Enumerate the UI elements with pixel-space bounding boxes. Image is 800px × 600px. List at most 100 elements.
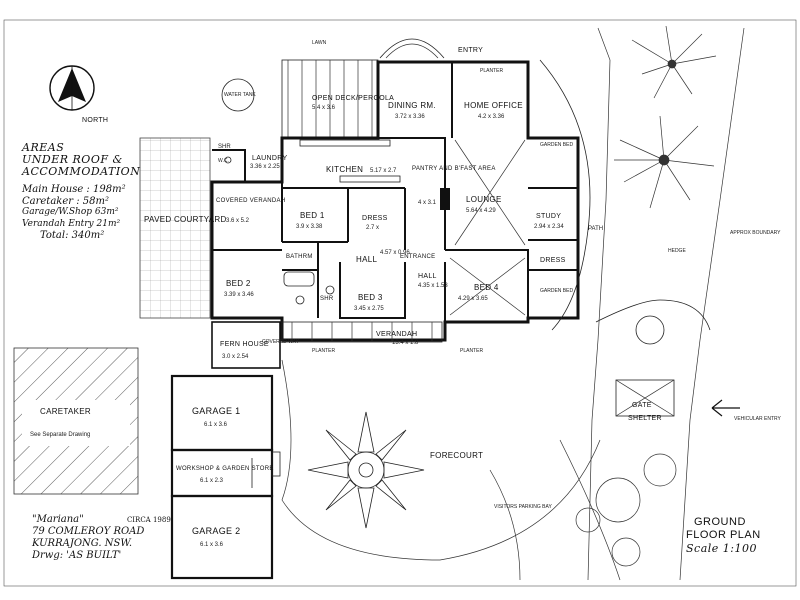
- shrub-bottom-right: [595, 453, 677, 523]
- areas-row: Main House : 198m²: [22, 184, 126, 195]
- water-tank-label: WATER TANK: [224, 92, 256, 98]
- room-garage1: GARAGE 1: [192, 406, 240, 416]
- forecourt-label: FORECOURT: [430, 451, 483, 460]
- water-tank: [221, 78, 255, 112]
- room-bed2: BED 2: [226, 279, 251, 288]
- areas-row: Verandah Entry 21m²: [22, 218, 121, 229]
- gate-label: GATE: [632, 402, 652, 409]
- room-shr-mid: SHR: [320, 296, 334, 302]
- room-bed3-size: 3.45 x 2.75: [354, 306, 384, 312]
- vehicular-entry-label: VEHICULAR ENTRY: [734, 416, 782, 422]
- entry-top-label: ENTRY: [458, 47, 483, 54]
- room-labels: OPEN DECK/PERGOLA 5.4 x 3.6 DINING RM. 3…: [176, 95, 566, 548]
- sheet-scale: Scale 1:100: [686, 542, 757, 555]
- path-label: PATH: [588, 226, 603, 232]
- areas-heading-1: AREAS: [22, 141, 65, 154]
- sheet-line-1: GROUND: [694, 516, 746, 528]
- garden-bed-label-1: GARDEN BED: [540, 142, 573, 148]
- shelter-label: SHELTER: [628, 415, 662, 422]
- paved-courtyard-area: [139, 137, 211, 319]
- room-dining: DINING RM.: [388, 101, 436, 110]
- driveway-edge-right: [679, 27, 745, 581]
- room-study-size: 2.94 x 2.34: [534, 224, 564, 230]
- room-dress-top-size: 2.7 x: [366, 225, 379, 231]
- room-lounge-size: 5.64 x 4.29: [466, 208, 496, 214]
- planter-bottom-left: PLANTER: [312, 348, 335, 354]
- title-block: "Mariana" CIRCA 1989 79 COMLEROY ROAD KU…: [32, 514, 171, 562]
- bathtub: [283, 271, 315, 287]
- room-laundry: LAUNDRY: [252, 155, 287, 162]
- room-entrance: ENTRANCE: [400, 254, 435, 260]
- forecourt-star-feature: [307, 411, 425, 529]
- room-fern-house-size: 3.0 x 2.54: [222, 354, 249, 360]
- areas-summary: AREAS UNDER ROOF & ACCOMMODATION Main Ho…: [22, 142, 142, 242]
- areas-row: Caretaker : 58m²: [22, 195, 110, 207]
- garden-bed-label-2: GARDEN BED: [540, 288, 573, 294]
- caretaker-label: CARETAKER: [40, 407, 91, 416]
- title-address-1: 79 COMLEROY ROAD: [32, 526, 145, 537]
- room-open-deck: OPEN DECK/PERGOLA: [312, 95, 394, 102]
- palm-tree-top: [631, 25, 717, 99]
- room-bathroom: BATHRM: [286, 254, 313, 260]
- fireplace: [440, 188, 450, 210]
- hedge-label: HEDGE: [668, 248, 686, 254]
- planter-top-label: PLANTER: [480, 68, 503, 74]
- room-kitchen: KITCHEN: [326, 165, 363, 174]
- room-home-office: HOME OFFICE: [464, 101, 523, 110]
- room-garage2: GARAGE 2: [192, 526, 240, 536]
- lawn-label: LAWN: [312, 40, 327, 46]
- title-drawing: Drwg: 'AS BUILT': [32, 550, 122, 561]
- kitchen-bench: [299, 139, 391, 147]
- room-covered-verandah-size: 3.6 x 5.2: [226, 218, 250, 224]
- sheet-title: GROUND FLOOR PLAN Scale 1:100: [676, 516, 761, 555]
- garden-curve: [539, 59, 591, 331]
- room-dress-top: DRESS: [362, 215, 388, 222]
- room-bed4-size: 4.29 x 3.65: [458, 296, 488, 302]
- room-dress-right: DRESS: [540, 257, 566, 264]
- room-laundry-size: 3.36 x 2.25: [250, 164, 280, 170]
- forecourt-edge: [281, 359, 601, 561]
- room-workshop: WORKSHOP & GARDEN STORE: [176, 466, 274, 472]
- caretaker-note: See Separate Drawing: [30, 432, 90, 438]
- room-bed1-size: 3.9 x 3.38: [296, 224, 323, 230]
- room-open-deck-size: 5.4 x 3.6: [312, 105, 336, 111]
- vehicular-entry-arrow: [711, 399, 740, 417]
- title-name: "Mariana": [32, 514, 84, 525]
- room-bed4: BED 4: [474, 283, 499, 292]
- planter-bottom-right: PLANTER: [460, 348, 483, 354]
- title-address-2: KURRAJONG. NSW.: [32, 538, 133, 549]
- room-hall: HALL: [356, 255, 377, 264]
- paved-courtyard-label: PAVED COURTYARD: [144, 215, 227, 224]
- room-kitchen-size: 5.17 x 2.7: [370, 168, 397, 174]
- sheet-line-2: FLOOR PLAN: [686, 529, 761, 541]
- room-verandah-size: 13.4 x 1.8: [392, 340, 419, 346]
- room-hall-size: 4.57 x 0.96: [380, 250, 410, 256]
- areas-heading-2: UNDER ROOF &: [22, 153, 123, 166]
- north-arrow: NORTH: [49, 65, 108, 124]
- room-hall2: HALL: [418, 273, 437, 280]
- gate-shelter: [615, 379, 675, 417]
- room-verandah: VERANDAH: [376, 331, 417, 338]
- room-bed2-size: 3.39 x 3.46: [224, 292, 254, 298]
- fern-house-walls: [211, 321, 281, 369]
- room-covered-verandah: COVERED VERANDAH: [216, 198, 285, 204]
- drawing-border: [3, 19, 797, 587]
- room-garage1-size: 6.1 x 3.6: [204, 422, 228, 428]
- room-dining-size: 3.72 x 3.36: [395, 114, 425, 120]
- room-hall2-size: 4.35 x 1.53: [418, 283, 448, 289]
- room-pantry-size: 4 x 3.1: [418, 200, 437, 206]
- covered-way-label: COVERED WAY: [262, 339, 300, 345]
- room-pantry: PANTRY AND B'FAST AREA: [412, 166, 496, 172]
- room-shr-top: SHR: [218, 144, 231, 150]
- tree-circle-1: [635, 315, 665, 345]
- room-wc: W.C.: [218, 158, 229, 164]
- room-fern-house: FERN HOUSE: [220, 341, 269, 348]
- verandah-outline: [281, 321, 443, 343]
- garage-block: [170, 374, 281, 580]
- entry-arch: [379, 38, 445, 59]
- room-lounge: LOUNGE: [466, 195, 502, 204]
- palm-tree-mid: [614, 115, 715, 209]
- main-house-walls: [210, 60, 580, 342]
- areas-heading-3: ACCOMMODATION: [22, 165, 141, 178]
- driveway-edge-left: [587, 27, 611, 581]
